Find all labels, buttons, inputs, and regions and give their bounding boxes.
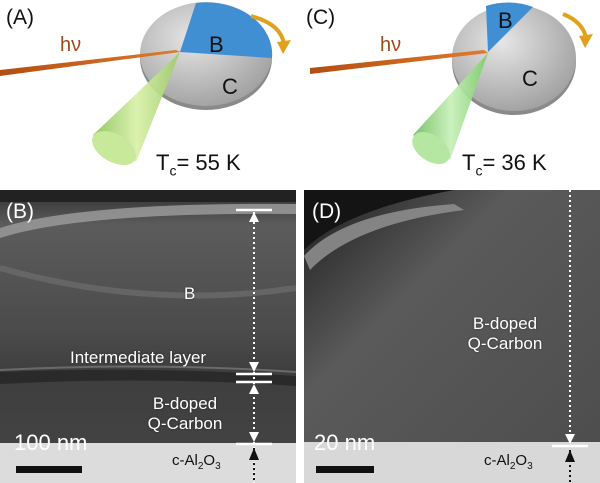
panel-c: (C) hν B C Tc= 36 K — [300, 0, 600, 188]
plume-cone — [413, 53, 488, 160]
doped-qcarbon-label-b: B-doped Q-Carbon — [147, 394, 223, 433]
panel-label-a: (A) — [6, 6, 34, 29]
sem-image-d — [304, 190, 600, 483]
b-layer-boundary — [0, 265, 296, 299]
panel-label-b: (B) — [6, 200, 34, 223]
doped-qcarbon-label-d: B-doped Q-Carbon — [467, 314, 543, 353]
tc-label-c: Tc= 36 K — [462, 150, 547, 179]
segment-b-label-c: B — [498, 8, 513, 33]
segment-b-label-a: B — [209, 32, 224, 57]
substrate — [0, 443, 296, 483]
curved-surface — [304, 204, 464, 270]
target-disc — [452, 5, 576, 111]
sem-image-b — [0, 190, 296, 483]
panel-d: (D) B-doped Q-Carbon 20 nm c-Al2O3 — [304, 190, 600, 483]
rotation-arrow — [250, 14, 286, 45]
scale-bar-b — [16, 466, 82, 473]
scale-bar-label-b: 100 nm — [14, 430, 88, 455]
segment-c-label-c: C — [522, 66, 538, 91]
laser-beam — [310, 50, 488, 74]
scale-bar-label-d: 20 nm — [314, 430, 376, 455]
substrate-label-d: c-Al2O3 — [484, 452, 533, 472]
top-surface — [0, 203, 296, 238]
boron-sector — [180, 2, 273, 58]
panel-b: (B) B Intermediate layer B-doped Q-Carbo… — [0, 190, 296, 483]
intermediate-layer-label: Intermediate layer — [70, 348, 207, 367]
substrate-label-b: c-Al2O3 — [172, 452, 221, 472]
panel-label-d: (D) — [312, 200, 342, 223]
photon-label-a: hν — [60, 34, 82, 56]
laser-diagram-c — [310, 2, 593, 165]
boron-sector — [486, 2, 533, 52]
layer-b-label: B — [184, 284, 196, 303]
intermediate-band — [0, 369, 296, 386]
panel-a: (A) hν B C Tc= 55 K — [0, 0, 300, 188]
laser-beam — [0, 50, 180, 76]
scale-bar-d — [316, 466, 374, 473]
tc-label-a: Tc= 55 K — [156, 150, 241, 179]
panel-label-c: (C) — [306, 6, 336, 29]
segment-c-label-a: C — [222, 74, 238, 99]
photon-label-c: hν — [380, 34, 402, 56]
laser-diagram-a — [0, 2, 291, 166]
substrate — [304, 442, 600, 483]
